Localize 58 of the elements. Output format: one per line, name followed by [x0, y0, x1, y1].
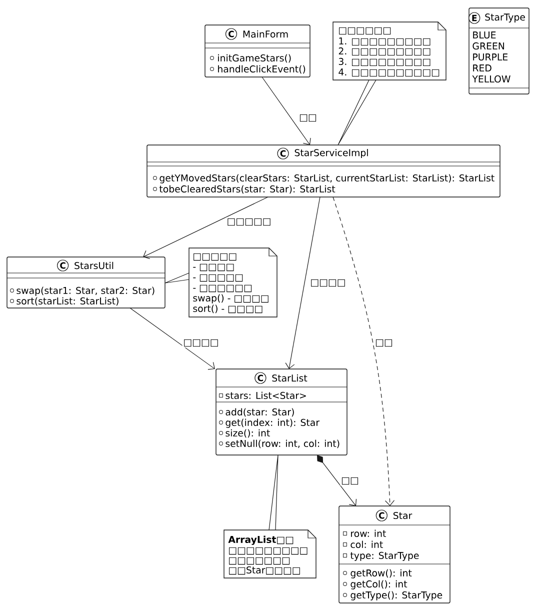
field-text: type: StarType	[350, 552, 419, 561]
class-name: StarList	[272, 374, 308, 382]
class-name: Star	[393, 512, 412, 520]
enum-value: GREEN	[472, 42, 504, 50]
field-text: col: int	[350, 540, 383, 548]
note-text: - □□□□	[193, 264, 234, 272]
method-text: tobeClearedStars(star: Star): StarList	[159, 185, 336, 194]
method-text: swap(star1: Star, star2: Star)	[16, 286, 154, 296]
method-text: setNull(row: int, col: int)	[226, 440, 340, 448]
note-text: □□□□□	[194, 253, 236, 261]
note-connector	[268, 454, 278, 530]
edge-label: □□	[340, 476, 360, 486]
method-text: add(star: Star)	[226, 408, 294, 417]
method-text: get(index: int): Star	[226, 418, 320, 428]
arrow	[285, 196, 320, 369]
arrow	[130, 308, 215, 370]
note-text: □□□□□□	[339, 27, 391, 35]
class-name: StarsUtil	[74, 262, 114, 270]
note-text: □□□□□□□	[229, 557, 290, 565]
edge-label: □□	[298, 113, 318, 123]
note-text: 2. □□□□□□□□□	[338, 47, 430, 56]
note-text: - □□□□□	[193, 274, 243, 282]
note-text: □□□□□□□□□	[229, 547, 308, 555]
note-text: ArrayList□□	[228, 536, 294, 545]
note-text: 3. □□□□□□□□□	[338, 58, 430, 66]
note-text: □□Star□□□□	[229, 566, 300, 575]
method-text: getRow(): int	[350, 569, 412, 578]
edge-label: □□□□	[182, 338, 220, 348]
edge-label: □□□□	[309, 278, 347, 288]
dashed-arrow	[332, 196, 395, 506]
method-text: getYMovedStars(clearStars: StarList, currentStarList: StarList): StarList	[160, 174, 494, 184]
note-text: sort() - □□□□	[193, 304, 262, 314]
note-text: 4. □□□□□□□□□□	[338, 68, 440, 77]
note-connector	[164, 272, 190, 284]
enum-value: BLUE	[473, 32, 496, 39]
method-text: getType(): StarType	[350, 591, 442, 600]
method-text: getCol(): int	[350, 580, 408, 590]
note-text: swap() - □□□□	[193, 294, 268, 304]
note-text: - □□□□□□	[193, 284, 252, 292]
method-text: initGameStars()	[218, 54, 291, 63]
enum-value: PURPLE	[473, 54, 508, 61]
method-text: handleClickEvent()	[218, 65, 306, 74]
field-text: stars: List<Star>	[226, 392, 306, 400]
note-text: 1. □□□□□□□□□	[339, 38, 430, 46]
edge-label: □□□□□	[226, 217, 272, 227]
class-name: StarServiceImpl	[294, 148, 368, 158]
enum-value: YELLOW	[472, 75, 510, 83]
method-text: size(): int	[226, 429, 270, 438]
method-text: sort(starList: StarList)	[16, 297, 118, 306]
enum-name: StarType	[485, 14, 525, 22]
arrow	[143, 196, 268, 259]
arrow	[262, 76, 311, 145]
enum-value: RED	[473, 64, 492, 72]
class-name: MainForm	[243, 30, 288, 38]
composition-arrow	[317, 455, 357, 506]
note-connector	[338, 80, 376, 146]
field-text: row: int	[351, 530, 386, 538]
edge-label: □□	[374, 338, 394, 348]
